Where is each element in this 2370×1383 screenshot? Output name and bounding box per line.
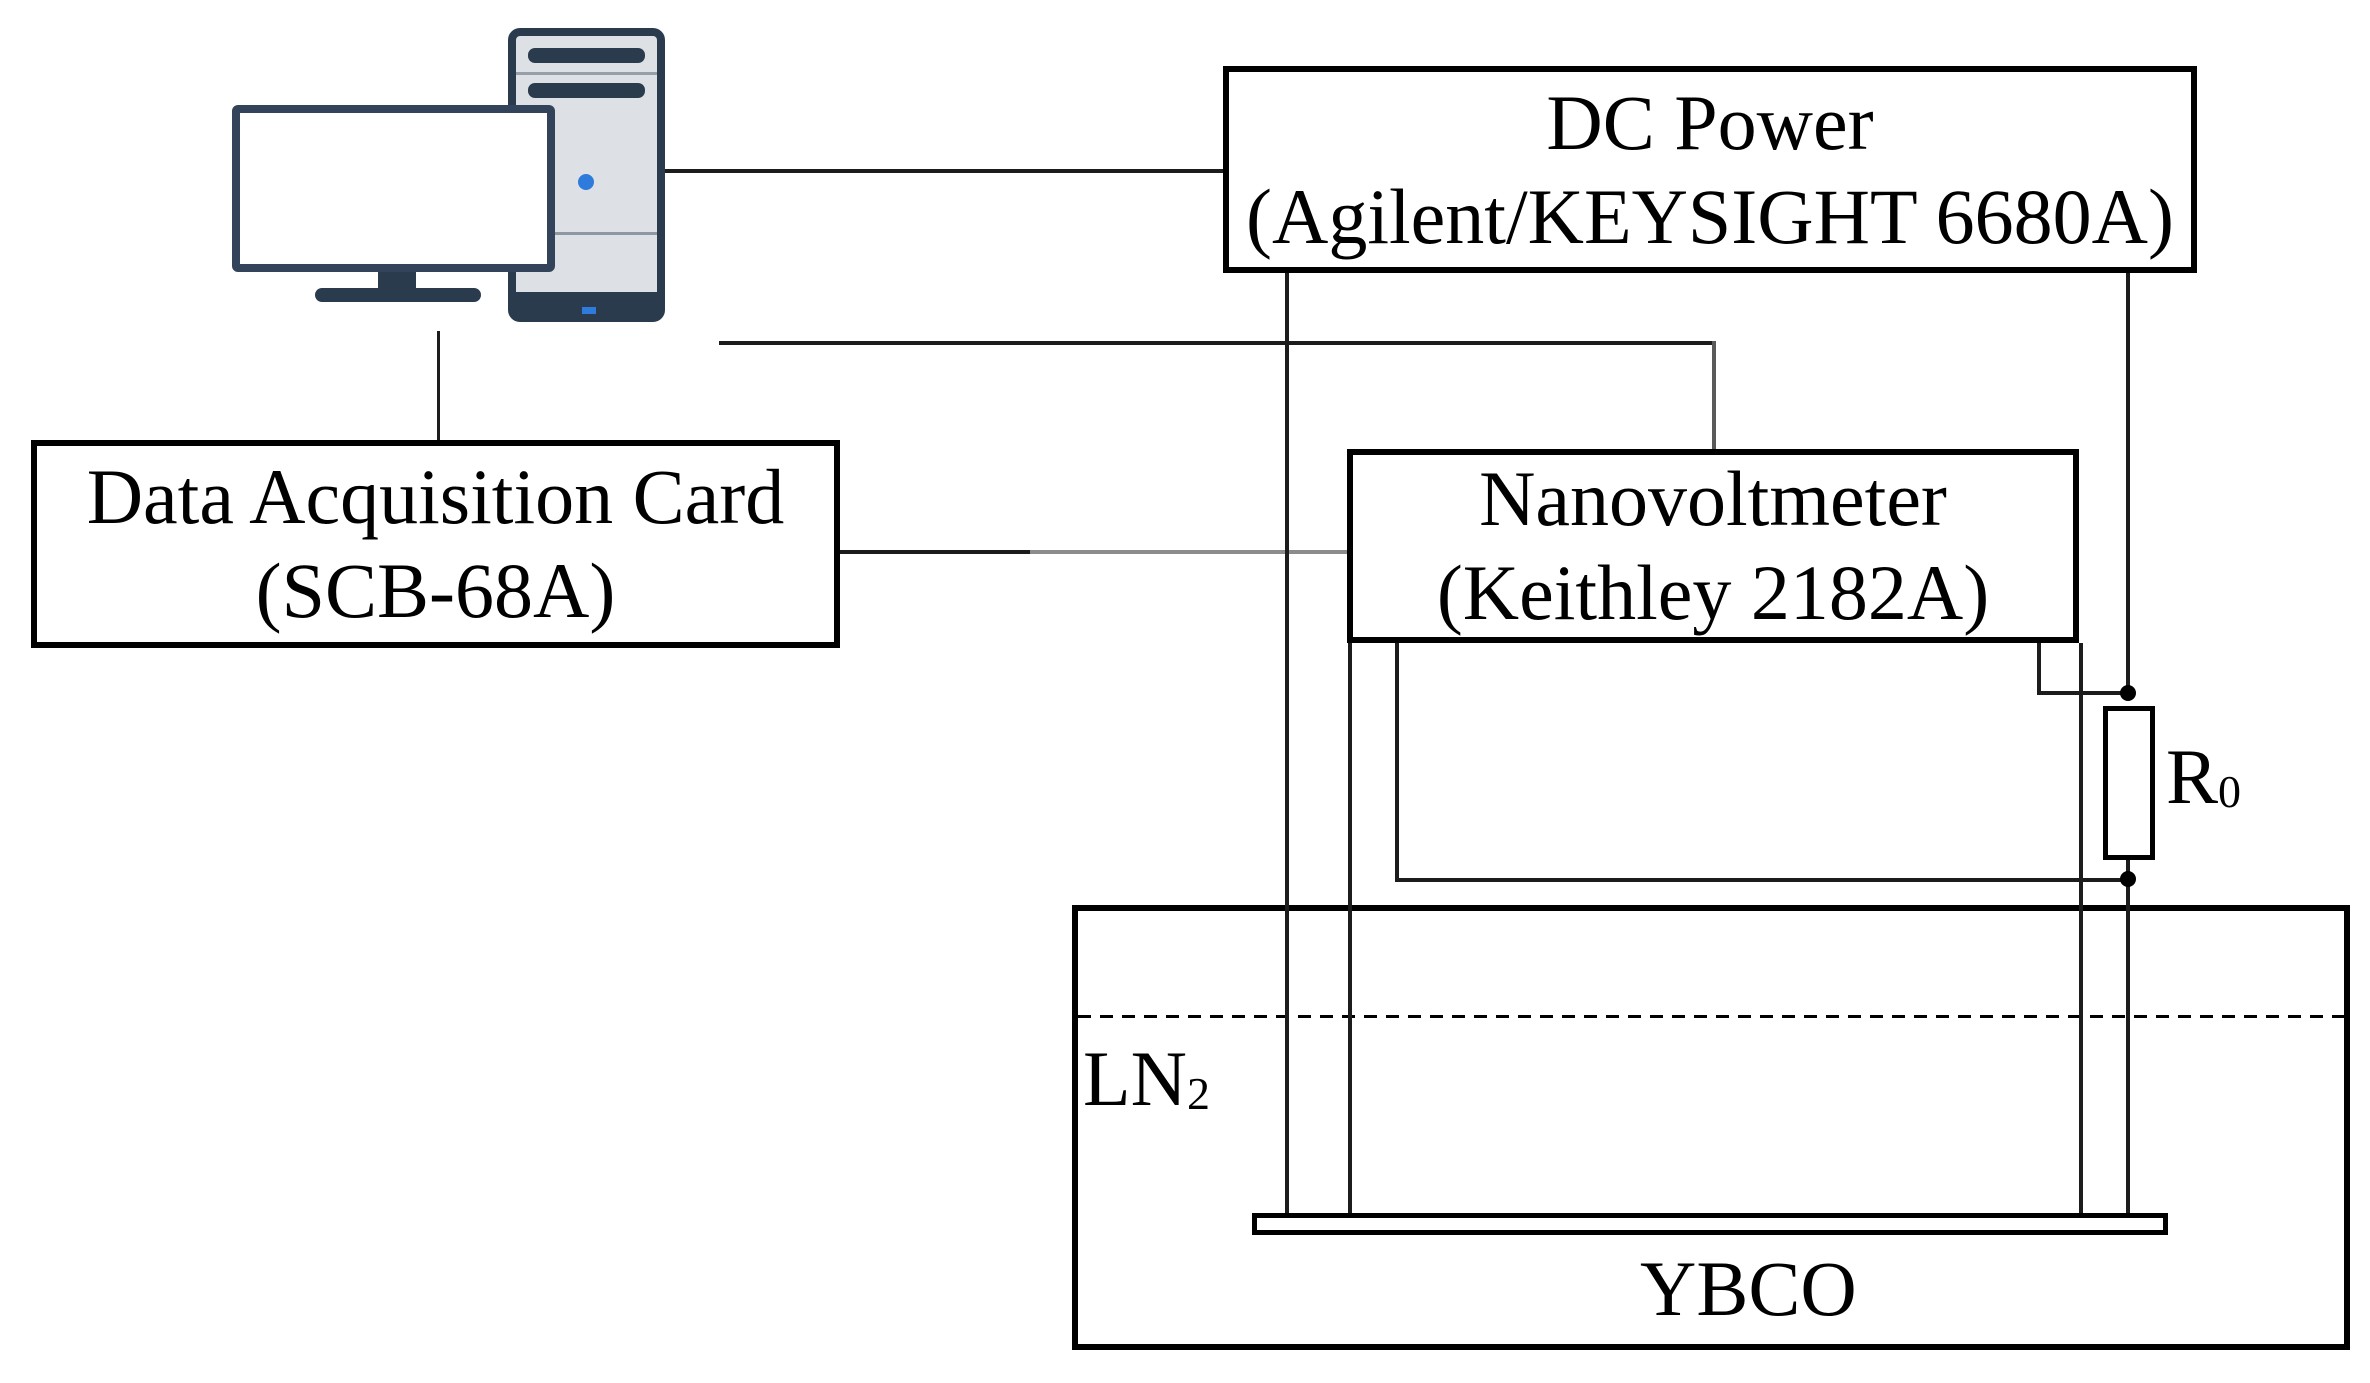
ln2-label-main: LN (1083, 1035, 1187, 1122)
nanovoltmeter-name: Nanovoltmeter (1479, 455, 1947, 543)
tower-divider (516, 72, 657, 75)
wire-nanovoltmeter-sample-tap-left (1348, 643, 1352, 1215)
liquid-level-dashed-line (1078, 1015, 2344, 1018)
ln2-label-sub: 2 (1186, 1067, 1210, 1119)
ln2-label: LN2 (1083, 1040, 1210, 1118)
resistor-r0-label: R0 (2166, 738, 2241, 816)
wire-nanovoltmeter-to-r0-top-v (2037, 643, 2041, 693)
dc-power-model: (Agilent/KEYSIGHT 6680A) (1246, 172, 2174, 260)
junction-dot-r0-bottom (2120, 871, 2136, 887)
r0-label-sub: 0 (2218, 765, 2242, 817)
nanovoltmeter-box: Nanovoltmeter (Keithley 2182A) (1347, 449, 2079, 643)
ybco-sample-bar (1252, 1213, 2168, 1235)
wire-computer-to-nanovoltmeter-v (1712, 341, 1716, 449)
wire-computer-to-daq (437, 331, 440, 440)
tower-base-led-icon (582, 307, 596, 314)
wire-dc-power-to-sample (1285, 273, 1289, 1215)
daq-model: (SCB-68A) (255, 547, 616, 634)
tower-power-led-icon (578, 174, 594, 190)
daq-box: Data Acquisition Card (SCB-68A) (31, 440, 840, 648)
wire-computer-to-nanovoltmeter-h (719, 341, 1714, 345)
computer-monitor-icon (232, 105, 555, 272)
wire-computer-to-dc-power (665, 169, 1223, 173)
tower-divider (516, 232, 657, 235)
daq-name: Data Acquisition Card (86, 453, 785, 541)
tower-drive-slot-icon (528, 83, 645, 98)
wire-nanovoltmeter-to-r0-bottom-h (1395, 878, 2128, 882)
dc-power-box: DC Power (Agilent/KEYSIGHT 6680A) (1223, 66, 2197, 273)
ybco-label: YBCO (1640, 1245, 1857, 1332)
wire-nanovoltmeter-to-r0-bottom-v (1395, 643, 1399, 880)
tower-base (516, 292, 657, 314)
resistor-r0 (2103, 706, 2155, 860)
wire-daq-to-nanovoltmeter-right (1030, 550, 1347, 554)
dc-power-name: DC Power (1546, 78, 1874, 166)
wire-r0-to-sample (2126, 858, 2130, 1215)
nanovoltmeter-model: (Keithley 2182A) (1436, 549, 1990, 636)
monitor-stand-base (315, 288, 481, 302)
tower-drive-slot-icon (528, 48, 645, 63)
r0-label-main: R (2166, 733, 2219, 820)
wire-daq-to-nanovoltmeter-left (840, 550, 1030, 554)
wire-dc-power-to-r0 (2126, 273, 2130, 693)
wire-nanovoltmeter-sample-tap-right (2079, 643, 2083, 1215)
junction-dot-r0-top (2120, 685, 2136, 701)
